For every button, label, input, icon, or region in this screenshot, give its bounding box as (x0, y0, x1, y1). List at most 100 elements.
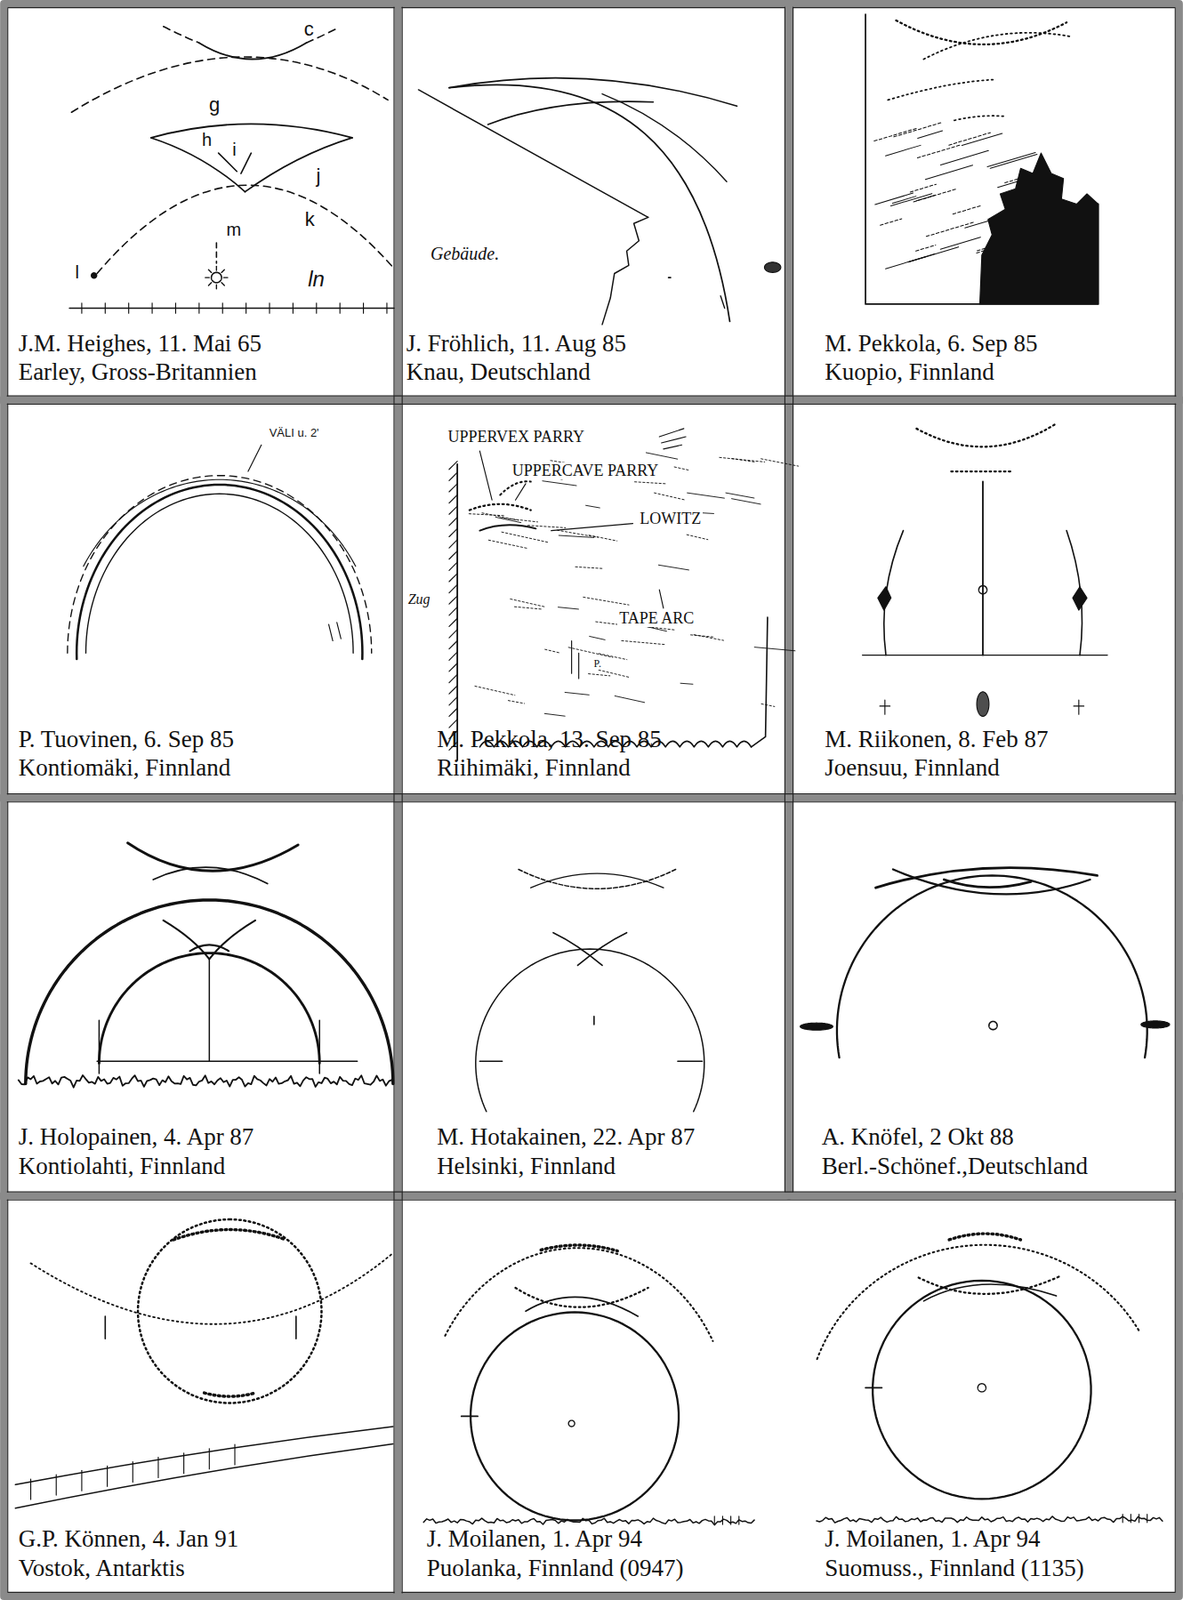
wall-hatch (449, 674, 458, 683)
ink-blot (764, 262, 781, 273)
band-tick (30, 1479, 32, 1500)
observation-place: Joensuu, Finnland (824, 753, 1048, 782)
cloud-streak (568, 647, 613, 658)
sun-symbol (211, 272, 222, 282)
observation-place: Helsinki, Finnland (436, 1151, 695, 1181)
band-tick (209, 1448, 210, 1470)
observer-date: A. Knöfel, 2 Okt 88 (821, 1122, 1088, 1151)
pointer-line (515, 483, 526, 500)
observation-place: Knau, Deutschland (406, 357, 627, 387)
cloud-streak (621, 640, 666, 644)
halo-letter: ln (305, 267, 327, 290)
cloud-streak (545, 649, 561, 653)
ice-mark (571, 641, 580, 679)
wall-hatch (449, 618, 458, 627)
cloud-streak (686, 534, 709, 540)
observation-place: Riihimäki, Finnland (436, 753, 662, 782)
sun-ray (208, 282, 211, 286)
sun-symbol (568, 1420, 575, 1427)
sketch-panel: G.P. Können, 4. Jan 91Vostok, Antarktis (0, 1196, 399, 1600)
halo-arc (152, 867, 267, 884)
arc-name: UPPERVEX PARRY (445, 428, 586, 446)
panel-divider (785, 0, 793, 1197)
horizon-scale (69, 307, 395, 310)
cloud-streak (482, 513, 519, 521)
cloud-streak (987, 152, 1036, 167)
cloud-streak (965, 220, 990, 228)
sketch-panel: J.M. Heighes, 11. Mai 65Earley, Gross-Br… (0, 0, 399, 401)
wall-hatch (449, 461, 458, 470)
sketch-panel: A. Knöfel, 2 Okt 88Berl.-Schönef.,Deutsc… (788, 797, 1183, 1197)
observation-place: Kontiolahti, Finnland (18, 1151, 255, 1181)
band-tick (132, 1462, 134, 1483)
halo-arc (173, 1230, 286, 1240)
sun-symbol (977, 1384, 986, 1393)
cloud-streak (925, 222, 974, 237)
halo-letter: c (302, 18, 316, 40)
wall-hatch (449, 697, 458, 706)
sketch-panel: M. Pekkola, 13. Sep 85Riihimäki, Finnlan… (398, 400, 790, 799)
observer-date: M. Riikonen, 8. Feb 87 (824, 724, 1048, 754)
halo-arc (444, 1247, 713, 1342)
cloud-streak (564, 692, 589, 695)
sketch-panel: J. Moilanen, 1. Apr 94Puolanka, Finnland… (398, 1196, 792, 1600)
cloud-streak (557, 607, 579, 610)
ink-dot (668, 276, 671, 279)
halo-arc (199, 42, 306, 59)
cloud-streak (875, 193, 914, 205)
cloud-streak (732, 498, 762, 505)
parhelion (1072, 587, 1087, 611)
wall-hatch (449, 517, 458, 526)
parhelion (98, 1020, 320, 1074)
cloud-streak (658, 564, 689, 571)
halo-arc (479, 524, 536, 531)
scale-tick (175, 303, 177, 314)
observation-caption: J. Moilanen, 1. Apr 94Suomuss., Finnland… (824, 1524, 1085, 1583)
arc-name: UPPERCAVE PARRY (510, 462, 661, 480)
halo-arc (241, 152, 251, 174)
halo-arc (71, 56, 388, 113)
wall-hatch (449, 528, 458, 537)
halo-arc (949, 1233, 1021, 1240)
cloud-streak (940, 237, 981, 250)
halo-letter: k (303, 209, 317, 230)
observation-caption: G.P. Können, 4. Jan 91Vostok, Antarktis (18, 1524, 240, 1583)
wall-hatch (449, 708, 458, 717)
observer-date: M. Pekkola, 13. Sep 85 (436, 724, 662, 754)
parhelion (479, 1060, 702, 1063)
panel-divider (0, 794, 1183, 802)
scale-tick (245, 303, 247, 314)
panel-divider (394, 7, 403, 1594)
wall-hatch (449, 494, 458, 503)
band-tick (157, 1457, 159, 1479)
observation-place: Berl.-Schönef.,Deutschland (821, 1151, 1088, 1181)
cloud-streak (909, 257, 926, 263)
pointer-line (659, 589, 664, 609)
cloud-streak (961, 133, 1002, 146)
cloud-streak (761, 703, 775, 707)
cloud-streak (909, 184, 936, 193)
sun-mark (593, 1016, 596, 1025)
scale-tick (198, 303, 200, 314)
observer-date: G.P. Können, 4. Jan 91 (18, 1524, 240, 1554)
cloud-streak (558, 535, 594, 538)
cloud-streak (598, 653, 628, 660)
halo-arc (137, 1219, 322, 1404)
building-outline (602, 217, 649, 324)
treeline (751, 617, 768, 748)
halo-arc (86, 493, 355, 653)
cloud-streak (589, 635, 605, 640)
scale-tick (292, 303, 294, 314)
halo-arc (67, 475, 372, 654)
halo-arc (244, 137, 352, 193)
halo-arc (923, 1284, 1056, 1302)
halo-arc (151, 123, 353, 137)
observation-place: Puolanka, Finnland (0947) (426, 1553, 685, 1583)
sun-ray (205, 276, 210, 278)
halo-arc (943, 879, 1031, 888)
cloud-streak (725, 492, 755, 499)
sketch-panel: J. Fröhlich, 11. Aug 85Knau, Deutschland (398, 0, 790, 401)
observer-date: J. Moilanen, 1. Apr 94 (426, 1524, 685, 1554)
band-tick (233, 1444, 235, 1465)
sun-symbol (989, 1021, 998, 1030)
